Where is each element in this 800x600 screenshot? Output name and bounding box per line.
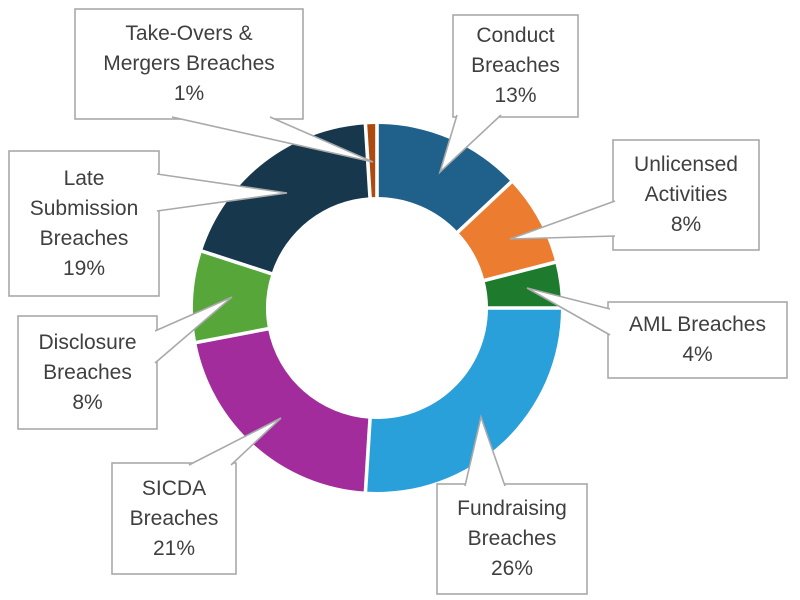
callout-box-take-overs-mergers-breaches [74,8,304,120]
callout-box-sicda-breaches [111,462,237,575]
slice-gap [363,410,373,500]
slice-conduct-breaches [377,124,512,233]
callout-pointer-sicda-breaches [188,417,282,466]
slice-gap [450,175,519,239]
callout-box-disclosure-breaches [17,315,158,430]
callout-box-aml-breaches [607,301,788,379]
slice-fundraising-breaches [365,308,561,492]
callout-box-late-submission-breaches [8,150,160,297]
slice-disclosure-breaches [192,251,272,343]
slice-sicda-breaches [196,328,371,492]
callout-pointer-fundraising-breaches [464,414,506,487]
slice-unlicensed-activities [457,182,556,281]
slice-gap [188,325,277,346]
slice-late-submission-breaches [202,124,371,274]
slice-gap [193,246,280,278]
callout-pointer-disclosure-breaches [154,296,233,364]
callout-box-conduct-breaches [452,14,579,118]
slice-gap [476,258,564,285]
callout-pointer-conduct-breaches [438,114,502,175]
callout-pointer-take-overs-mergers-breaches [171,116,374,163]
callout-box-unlicensed-activities [612,139,760,251]
callout-pointer-unlicensed-activities [509,200,616,240]
callout-box-fundraising-breaches [436,483,588,595]
callout-pointer-late-submission-breaches [156,173,288,212]
callout-pointer-aml-breaches [526,287,611,336]
